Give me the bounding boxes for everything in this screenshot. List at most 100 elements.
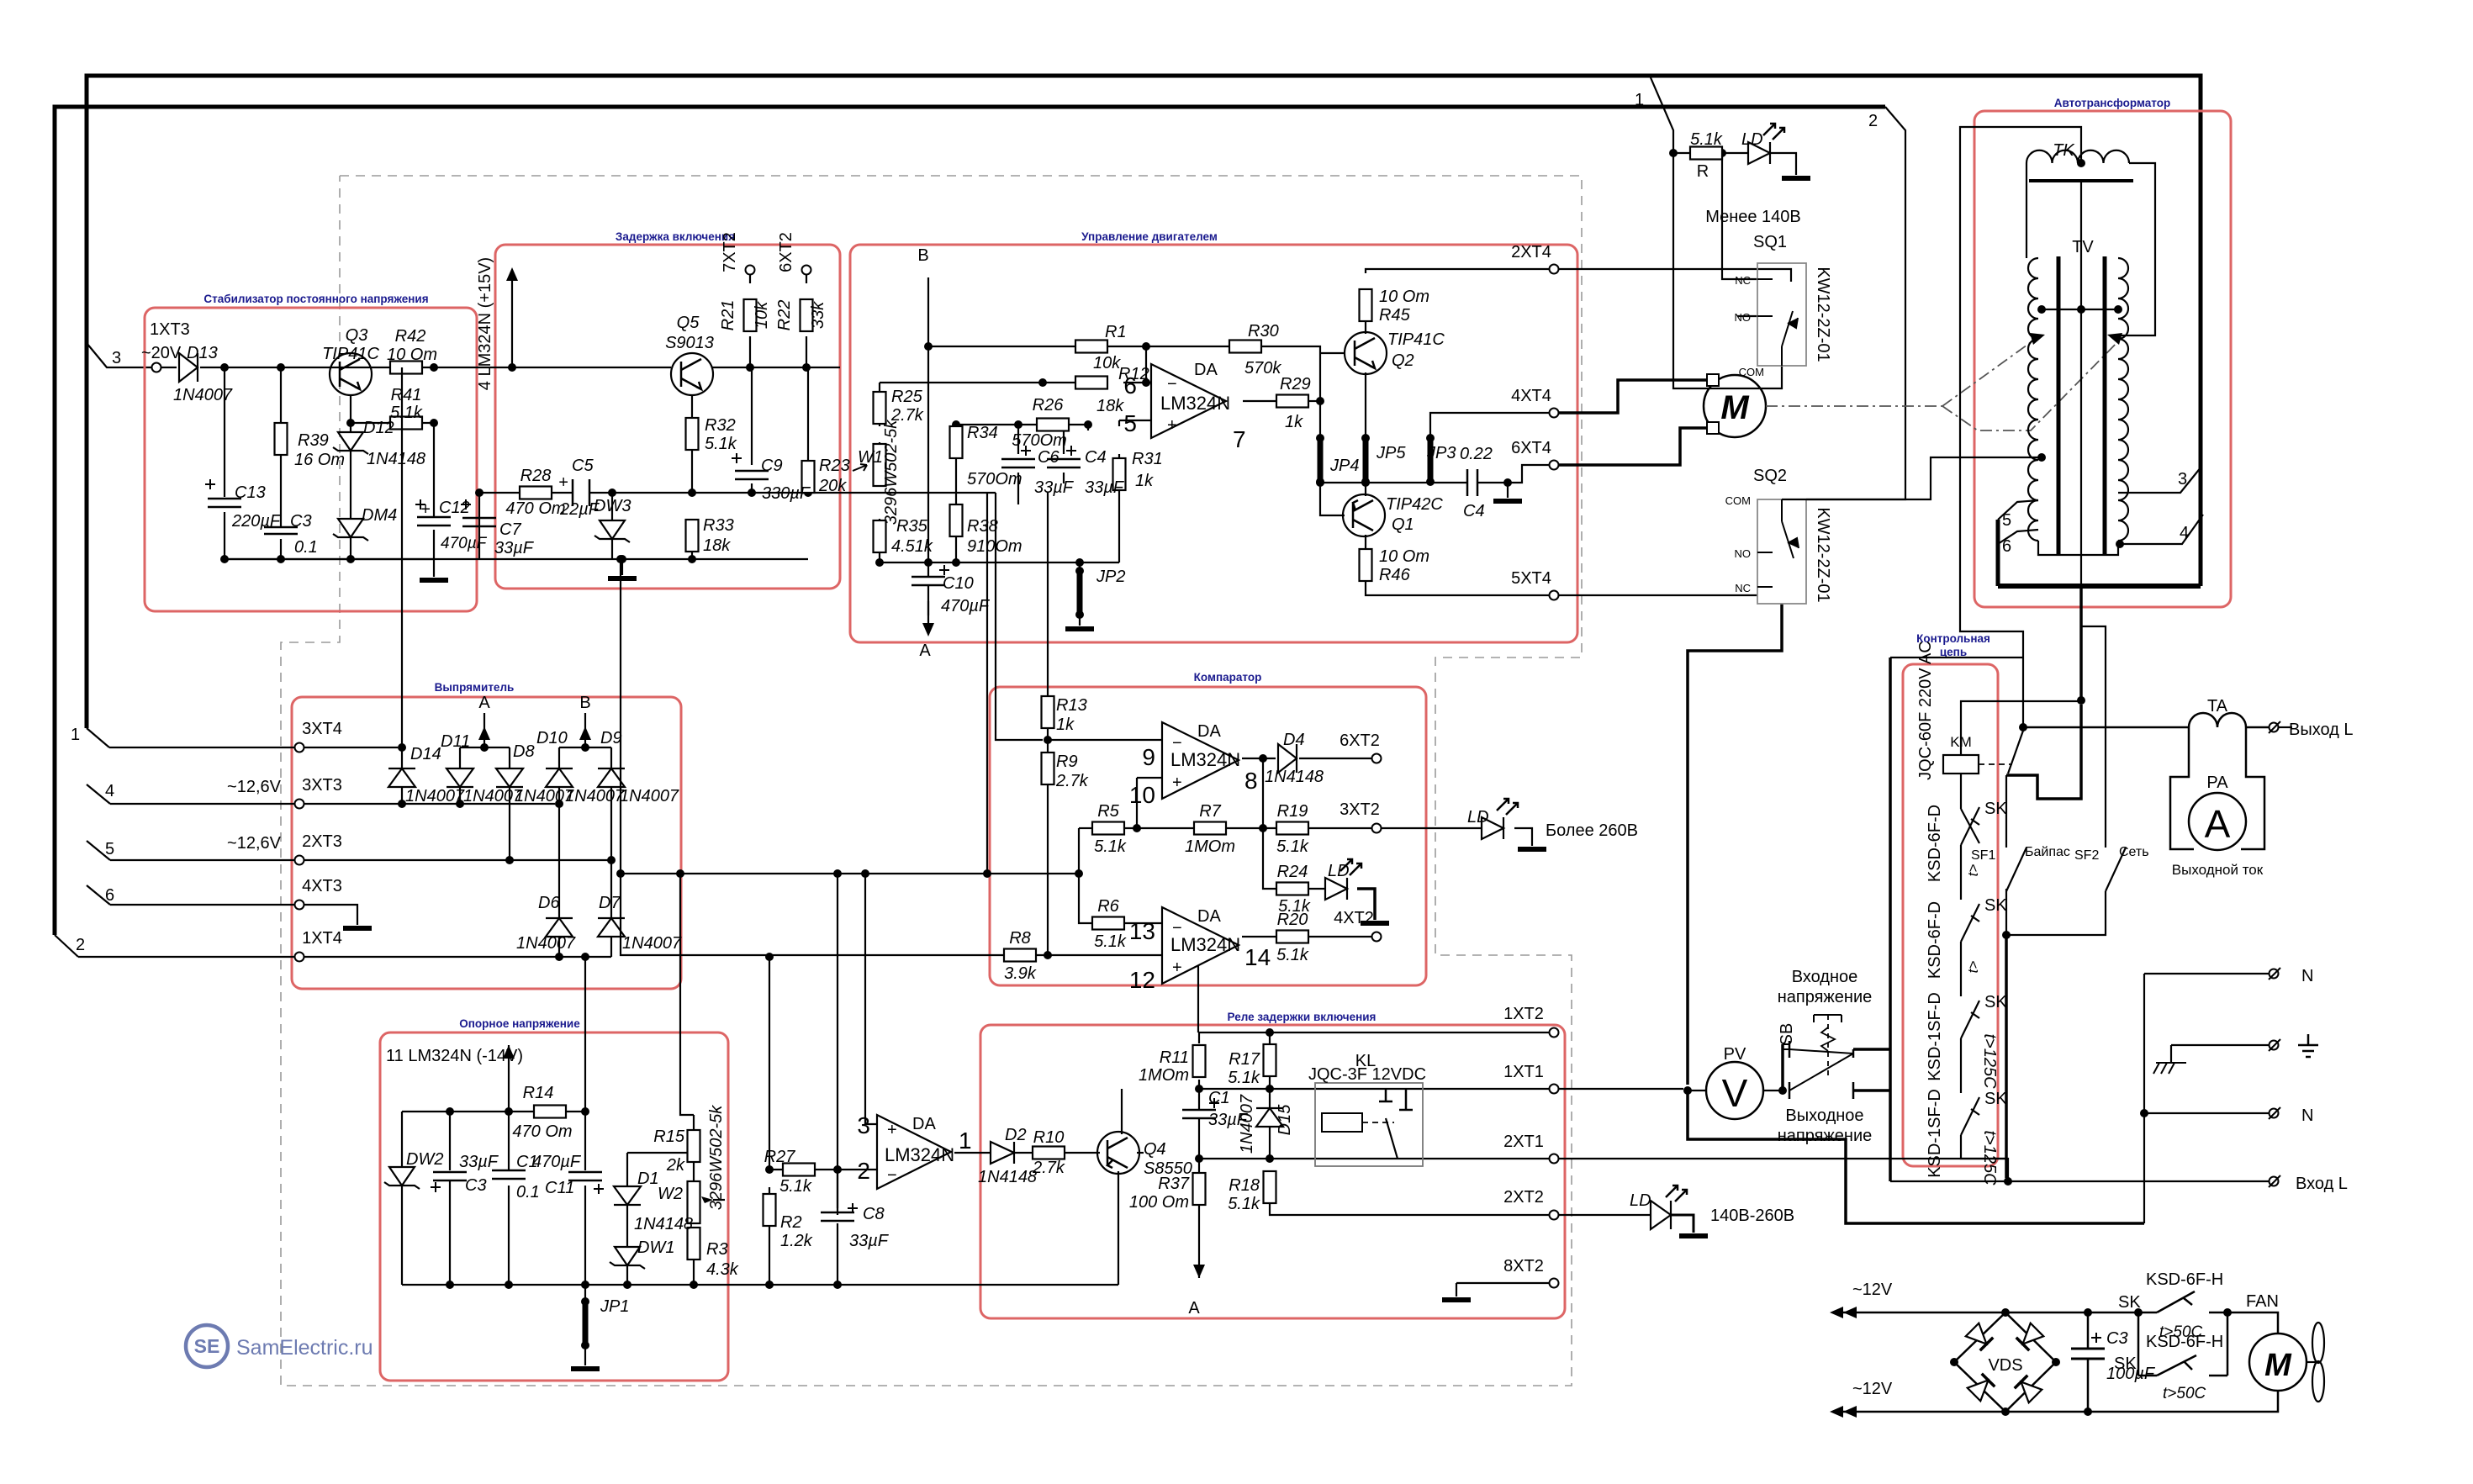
svg-text:7: 7 — [1233, 426, 1246, 452]
svg-text:W1: W1 — [858, 448, 883, 467]
svg-text:5.1k: 5.1k — [1228, 1069, 1260, 1087]
svg-text:SF1: SF1 — [1971, 848, 1995, 863]
svg-text:C8: C8 — [863, 1205, 885, 1223]
svg-text:R34: R34 — [967, 424, 998, 442]
svg-text:N: N — [2301, 967, 2313, 985]
svg-text:1N4148: 1N4148 — [978, 1168, 1037, 1186]
svg-text:R3: R3 — [706, 1240, 728, 1259]
svg-text:D13: D13 — [187, 344, 218, 362]
svg-text:Управление двигателем: Управление двигателем — [1081, 230, 1218, 243]
svg-text:6: 6 — [105, 886, 114, 905]
svg-text:+: + — [1167, 416, 1177, 435]
svg-text:KL: KL — [1355, 1052, 1376, 1070]
svg-text:KW12-2Z-01: KW12-2Z-01 — [1814, 507, 1832, 602]
svg-text:R8: R8 — [1009, 929, 1031, 948]
svg-text:t>50C: t>50C — [2163, 1385, 2206, 1402]
svg-text:FAN: FAN — [2246, 1292, 2279, 1311]
svg-text:W2: W2 — [658, 1185, 683, 1203]
svg-text:Входное: Входное — [1792, 968, 1858, 986]
svg-text:4XT3: 4XT3 — [302, 877, 342, 895]
svg-text:14: 14 — [1244, 944, 1271, 970]
svg-text:2.7k: 2.7k — [1032, 1159, 1065, 1177]
svg-text:Сеть: Сеть — [2119, 845, 2149, 859]
svg-text:R35: R35 — [896, 517, 928, 536]
svg-text:Q5: Q5 — [677, 314, 700, 332]
svg-text:8: 8 — [1244, 768, 1258, 794]
svg-text:4.51k: 4.51k — [891, 537, 933, 556]
svg-text:R9: R9 — [1056, 753, 1078, 771]
svg-text:LD: LD — [1467, 808, 1489, 826]
svg-text:A: A — [1188, 1299, 1200, 1318]
svg-text:SQ2: SQ2 — [1753, 467, 1787, 485]
svg-text:Задержка включения: Задержка включения — [616, 230, 735, 243]
svg-text:~20V: ~20V — [141, 344, 182, 362]
svg-text:LM324N: LM324N — [1160, 393, 1230, 414]
svg-text:Выпрямитель: Выпрямитель — [435, 681, 515, 694]
svg-text:Выход L: Выход L — [2289, 721, 2354, 739]
svg-text:5: 5 — [1123, 410, 1137, 436]
svg-text:NC: NC — [1735, 274, 1751, 287]
svg-text:JP3: JP3 — [1426, 444, 1456, 462]
svg-text:+: + — [1172, 959, 1182, 977]
svg-text:R7: R7 — [1199, 802, 1221, 821]
svg-text:1N4007: 1N4007 — [173, 386, 233, 404]
svg-text:t>50C: t>50C — [2159, 1323, 2203, 1341]
svg-text:3.9k: 3.9k — [1004, 964, 1037, 983]
svg-text:LM324N: LM324N — [1170, 934, 1240, 955]
svg-text:R14: R14 — [523, 1084, 554, 1102]
svg-text:4: 4 — [105, 782, 114, 800]
svg-text:напряжение: напряжение — [1778, 988, 1873, 1006]
svg-text:2.7k: 2.7k — [1055, 772, 1089, 790]
svg-text:SamElectric.ru: SamElectric.ru — [236, 1336, 373, 1360]
svg-text:Q3: Q3 — [346, 326, 368, 345]
svg-text:Автотрансформатор: Автотрансформатор — [2054, 97, 2170, 109]
svg-text:t>: t> — [1965, 864, 1981, 877]
svg-text:KM: KM — [1950, 734, 1972, 750]
svg-text:SK: SK — [2118, 1293, 2141, 1312]
svg-text:3: 3 — [112, 349, 121, 367]
svg-text:3296W502-5k: 3296W502-5k — [882, 420, 901, 525]
svg-text:0.1: 0.1 — [516, 1183, 540, 1201]
svg-text:910Om: 910Om — [967, 537, 1022, 556]
svg-text:6XT4: 6XT4 — [1511, 439, 1551, 457]
svg-text:TIP41C: TIP41C — [1387, 330, 1445, 349]
svg-text:1MOm: 1MOm — [1139, 1066, 1189, 1085]
svg-text:R19: R19 — [1277, 802, 1308, 821]
svg-text:1N4007: 1N4007 — [1238, 1094, 1256, 1154]
svg-text:DW2: DW2 — [406, 1150, 443, 1169]
svg-text:DW3: DW3 — [594, 497, 631, 515]
svg-text:LD: LD — [1741, 130, 1763, 149]
svg-text:33µF: 33µF — [1208, 1111, 1249, 1129]
svg-text:Выходное: Выходное — [1785, 1106, 1863, 1125]
svg-text:6: 6 — [2002, 537, 2011, 556]
svg-text:D6: D6 — [538, 894, 560, 912]
svg-text:Опорное напряжение: Опорное напряжение — [459, 1017, 580, 1030]
svg-text:1N4148: 1N4148 — [367, 450, 425, 468]
svg-text:Более 260В: Более 260В — [1546, 821, 1638, 840]
svg-text:−: − — [1172, 919, 1182, 937]
svg-text:D12: D12 — [363, 419, 394, 437]
svg-text:33k: 33k — [809, 301, 827, 329]
svg-text:1N4007: 1N4007 — [463, 787, 523, 805]
svg-text:1XT4: 1XT4 — [302, 929, 342, 948]
svg-text:DA: DA — [1194, 361, 1218, 379]
svg-text:KW12-2Z-01: KW12-2Z-01 — [1814, 267, 1832, 362]
svg-text:1N4007: 1N4007 — [515, 787, 574, 805]
svg-text:5: 5 — [2002, 511, 2011, 530]
svg-text:Вход L: Вход L — [2296, 1175, 2348, 1193]
svg-text:22µF: 22µF — [559, 500, 600, 519]
svg-text:2XT1: 2XT1 — [1503, 1133, 1544, 1151]
svg-text:LD: LD — [1630, 1191, 1651, 1210]
svg-text:5.1k: 5.1k — [1094, 837, 1127, 856]
svg-text:R6: R6 — [1097, 897, 1119, 916]
svg-text:NO: NO — [1735, 547, 1752, 560]
svg-text:140В-260В: 140В-260В — [1710, 1207, 1794, 1225]
svg-text:2k: 2k — [666, 1156, 685, 1175]
svg-text:KSD-6F-D: KSD-6F-D — [1926, 805, 1944, 882]
svg-text:R21: R21 — [719, 300, 737, 331]
svg-text:R5: R5 — [1097, 802, 1119, 821]
svg-text:5.1k: 5.1k — [705, 435, 737, 453]
svg-text:4 LM324N (+15V): 4 LM324N (+15V) — [476, 257, 494, 390]
svg-text:1N4007: 1N4007 — [620, 787, 679, 805]
svg-text:+: + — [887, 1121, 897, 1139]
